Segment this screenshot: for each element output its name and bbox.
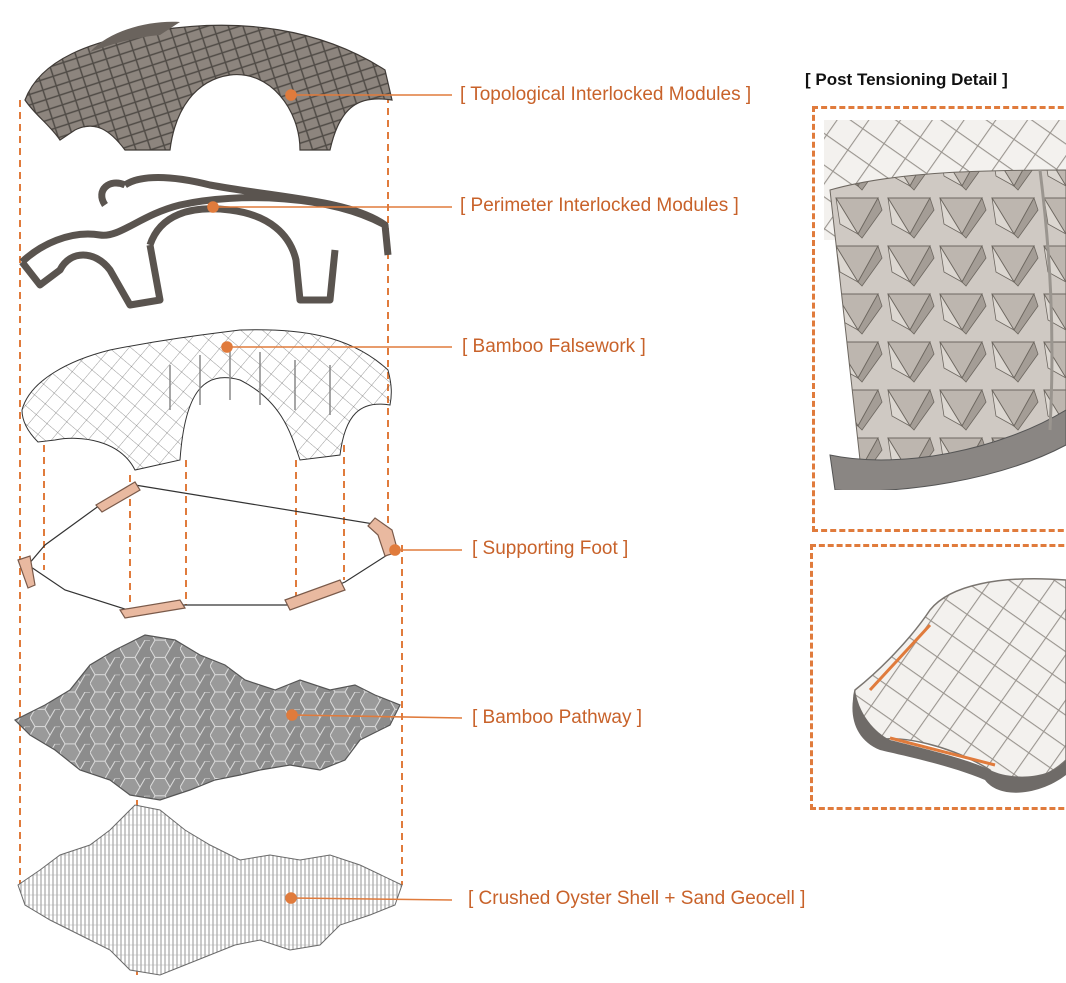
bamboo-pathway [13,634,401,801]
topological-modules-shell [24,21,393,151]
detail-title: [ Post Tensioning Detail ] [805,70,1008,89]
dashed-guide-lines [19,96,403,975]
perimeter-modules-ring [19,174,392,309]
leader-dot [285,892,297,904]
label-topological-modules: [ Topological Interlocked Modules ] [460,84,752,105]
bamboo-falsework [21,329,392,471]
leader-dot [221,341,233,353]
oyster-shell-geocell [17,804,403,976]
leader-dot [389,544,401,556]
label-perimeter-modules: [ Perimeter Interlocked Modules ] [460,195,739,216]
label-supporting-foot: [ Supporting Foot ] [472,538,629,559]
leader-dot [285,89,297,101]
supporting-foot [17,481,399,619]
leader-dot [207,201,219,213]
detail-frame-bottom [810,544,1066,810]
leader-lines [207,89,463,904]
post-tensioning-overview-render [852,578,1066,793]
label-geocell: [ Crushed Oyster Shell + Sand Geocell ] [468,888,806,909]
leader-dot [286,709,298,721]
label-bamboo-falsework: [ Bamboo Falsework ] [462,336,646,357]
post-tensioning-detail-render [824,120,1066,490]
detail-frame-top [812,106,1066,532]
label-bamboo-pathway: [ Bamboo Pathway ] [472,707,643,728]
